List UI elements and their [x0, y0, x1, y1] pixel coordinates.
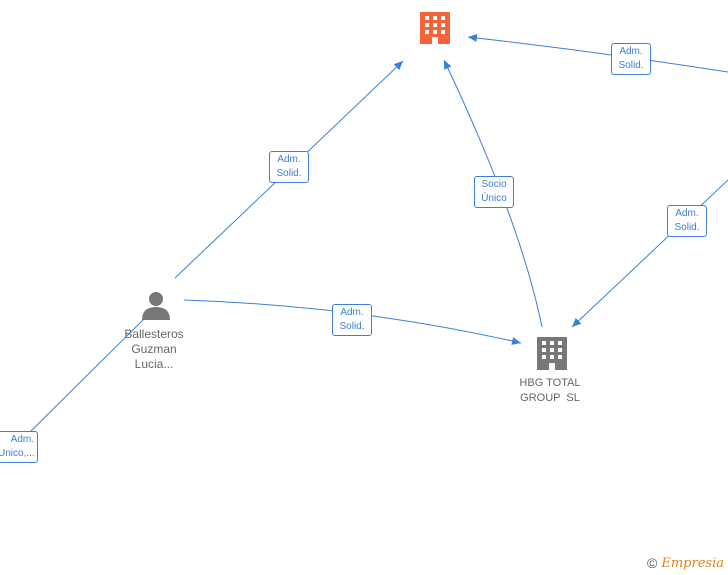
- edge-label-right-to-hbg[interactable]: Adm. Solid.: [667, 205, 707, 237]
- edge-label-person-to-top[interactable]: Adm. Solid.: [269, 151, 309, 183]
- edge-label-hbg-to-top[interactable]: Socio Único: [474, 176, 514, 208]
- company-name-line: HBG TOTAL: [519, 377, 581, 389]
- edge-label-line: Adm.: [277, 154, 301, 165]
- edge-right-to-hbg: [571, 179, 728, 328]
- person-name-line: Guzman: [131, 342, 177, 356]
- edge-label-line: Solid.: [339, 321, 365, 332]
- person-name-line: Lucia...: [134, 357, 174, 371]
- edge-right-to-top: [467, 34, 728, 73]
- edge-label-line: Solid.: [674, 222, 700, 233]
- edge-left-to-person: [29, 312, 151, 433]
- edge-label-person-to-hbg[interactable]: Adm. Solid.: [332, 304, 372, 336]
- edge-label-line: Único: [481, 193, 507, 204]
- edge-label-line: Solid.: [618, 60, 644, 71]
- person-node-label[interactable]: Ballesteros Guzman Lucia...: [104, 327, 204, 372]
- edge-label-line: Solid.: [276, 168, 302, 179]
- building-icon: [537, 337, 567, 370]
- copyright-symbol: ©: [647, 555, 658, 571]
- edge-label-line: Unico,...: [0, 448, 35, 459]
- edge-label-line: Adm.: [340, 307, 364, 318]
- edge-label-right-to-top[interactable]: Adm. Solid.: [611, 43, 651, 75]
- edge-label-line: Socio: [481, 179, 507, 190]
- edge-label-line: Adm.: [675, 208, 699, 219]
- edge-label-left-to-person[interactable]: Adm. Unico,...: [0, 431, 38, 463]
- footer-brand: © Empresia: [647, 555, 724, 571]
- brand-logo[interactable]: Empresia: [661, 555, 724, 571]
- person-name-line: Ballesteros: [124, 327, 184, 341]
- edge-label-line: Adm.: [619, 46, 643, 57]
- company-name-line: GROUP SL: [520, 392, 580, 404]
- company-node-label[interactable]: HBG TOTAL GROUP SL: [500, 376, 600, 406]
- person-icon: [142, 292, 170, 320]
- edge-label-line: Adm.: [10, 434, 34, 445]
- building-icon: [420, 12, 450, 44]
